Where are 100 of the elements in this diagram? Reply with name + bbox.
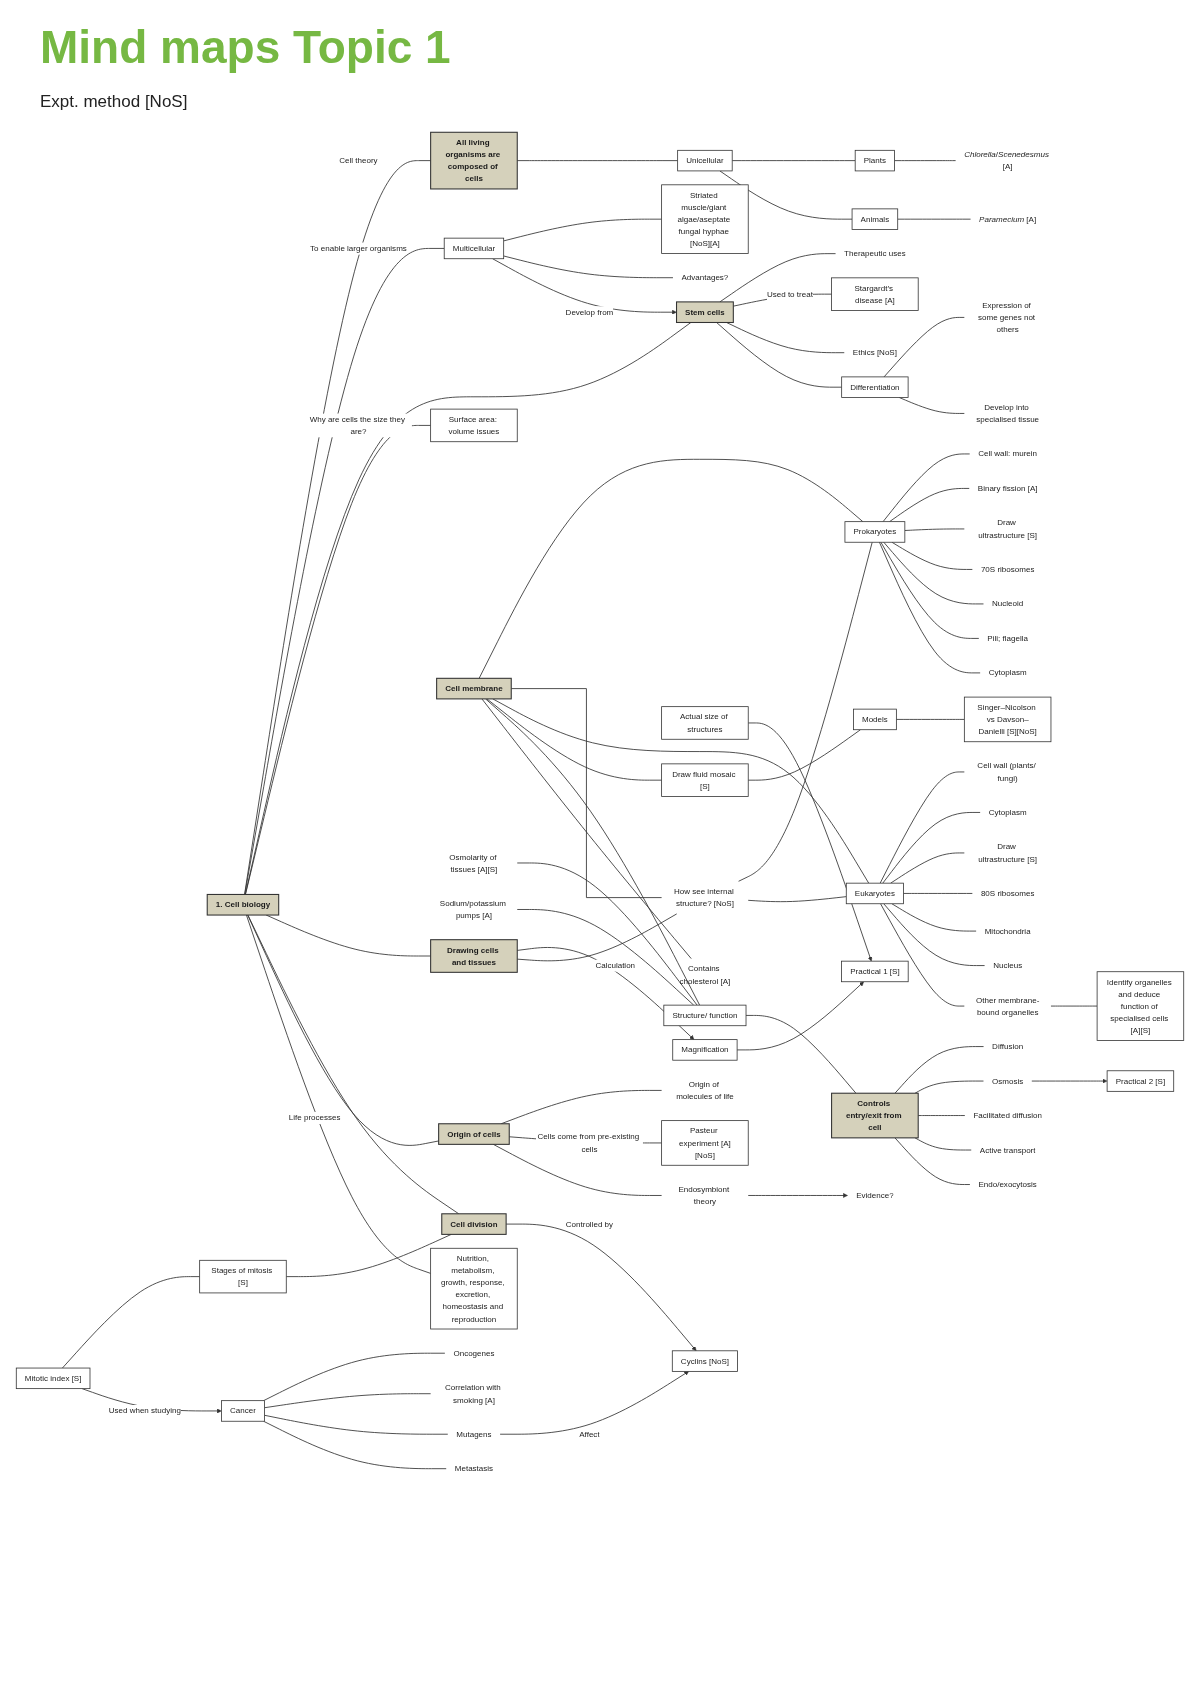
connector (244, 160, 432, 895)
node-text: Endo/exocytosis (978, 1179, 1037, 1189)
node-box: Models (853, 708, 897, 731)
node-text: Facilitated diffusion (973, 1110, 1042, 1120)
node-box: Mitotic index [S] (15, 1367, 91, 1390)
connector (486, 698, 663, 781)
note-text: Expt. method [NoS] (40, 92, 188, 112)
connector (492, 698, 870, 884)
node-box: Drawing cells and tissues (430, 939, 518, 973)
edge-label: Cell theory (339, 155, 378, 165)
page-title: Mind maps Topic 1 (40, 22, 451, 73)
node-text: Endosymbiont theory (678, 1184, 730, 1206)
connector (747, 896, 847, 903)
node-text: Advantages? (681, 272, 729, 282)
connector (263, 1352, 446, 1402)
node-box: Plants (854, 149, 895, 172)
node-box: Multicellular (443, 237, 505, 260)
node-text: Nucleoid (992, 598, 1024, 609)
connector (882, 453, 971, 523)
node-text: Origin of molecules of life (676, 1079, 734, 1101)
edge-label: Used to treat (766, 289, 813, 299)
connector (879, 771, 965, 884)
connector (478, 458, 864, 679)
connector (503, 255, 674, 279)
node-box: Striated muscle/giant algae/aseptate fungal hyphae [NoS][A] (661, 184, 749, 254)
connector (880, 541, 980, 639)
connector (883, 903, 986, 966)
connector (903, 893, 973, 894)
node-text: Expression of some genes not others (978, 300, 1036, 334)
connector (503, 218, 663, 242)
connector (894, 160, 957, 162)
node-text: 80S ribosomes (980, 888, 1035, 898)
connector (719, 170, 853, 220)
connector (246, 914, 432, 1274)
connector (285, 1233, 452, 1278)
node-text: Cytoplasm (988, 807, 1027, 817)
connector (891, 903, 977, 932)
node-box: Stem cells (676, 301, 734, 324)
node-box: All living organisms are composed of cells (430, 131, 518, 190)
node-box: Differentiation (841, 376, 909, 398)
connector (264, 1414, 449, 1435)
node-text: Chlorella/Scenedesmus [A] (964, 149, 1049, 171)
connector (719, 253, 836, 303)
node-text: Oncogenes (453, 1348, 495, 1358)
node-box: Draw fluid mosaic [S] (661, 763, 749, 797)
node-box: Unicellular (677, 149, 733, 172)
node-box: Controls entry/exit from cell (831, 1092, 919, 1139)
node-box: Practical 1 [S] (841, 960, 909, 983)
connector (247, 914, 460, 1215)
node-text: Ethics [NoS] (852, 347, 897, 357)
node-text: Cell wall: murein (978, 449, 1038, 459)
node-text: 70S ribosomes (980, 564, 1035, 574)
node-box: Cell division (441, 1213, 507, 1235)
connector (880, 903, 965, 1007)
node-box: Actual size of structures (661, 706, 749, 740)
node-text: Mitochondria (984, 926, 1031, 936)
edge-label: Life processes (288, 1112, 341, 1122)
node-text: Osmolarity of tissues [A][S] (449, 852, 498, 874)
node-text: Therapeutic uses (844, 248, 906, 258)
node-box: Surface area: volume issues (430, 408, 518, 443)
connector (897, 218, 971, 220)
connector (485, 698, 701, 1006)
node-box: Origin of cells (438, 1123, 510, 1145)
node-text: Mutagens (456, 1429, 492, 1439)
connector (716, 322, 843, 388)
node-text: Sodium/potassium pumps [A] (439, 898, 506, 920)
edge-label: Affect (579, 1429, 600, 1439)
node-text: Paramecium [A] (979, 214, 1037, 224)
connector (883, 541, 984, 605)
connector (516, 909, 695, 1006)
edge-label: Calculation (595, 960, 636, 970)
connector (891, 541, 973, 570)
node-text: Draw ultrastructure [S] (978, 517, 1038, 540)
edge-label: To enable larger organisms (310, 243, 407, 253)
node-text: Binary fission [A] (977, 483, 1038, 493)
node-box: Practical 2 [S] (1106, 1070, 1175, 1092)
edge-label: Cells come from pre-existing cells (537, 1131, 640, 1154)
node-text: Pili; flagella (987, 633, 1028, 643)
edge-label: Controlled by (565, 1219, 614, 1229)
node-box: Stages of mitosis [S] (199, 1259, 287, 1294)
connector (738, 541, 873, 882)
connector (914, 1080, 984, 1094)
node-box: Cyclins [NoS] (671, 1350, 738, 1372)
node-text: Contains cholesterol [A] (679, 963, 731, 986)
connector (481, 698, 692, 960)
connector (244, 322, 692, 895)
connector (1050, 1005, 1098, 1007)
node-box: Identify organelles and deduce function of specialised cells [A][S] (1096, 971, 1185, 1041)
connector (879, 541, 981, 674)
node-box: Animals (851, 208, 899, 230)
connector (895, 719, 965, 720)
node-box: Eukaryotes (845, 882, 904, 905)
connector (904, 528, 965, 531)
node-box: Magnification (672, 1039, 738, 1061)
connector (894, 1137, 971, 1185)
node-text: Other membrane-bound organelles (976, 995, 1040, 1017)
node-text: Metastasis (454, 1463, 494, 1473)
connector (745, 1015, 857, 1094)
node-box: Pasteur experiment [A][NoS] (661, 1120, 749, 1166)
connector (263, 1420, 447, 1470)
